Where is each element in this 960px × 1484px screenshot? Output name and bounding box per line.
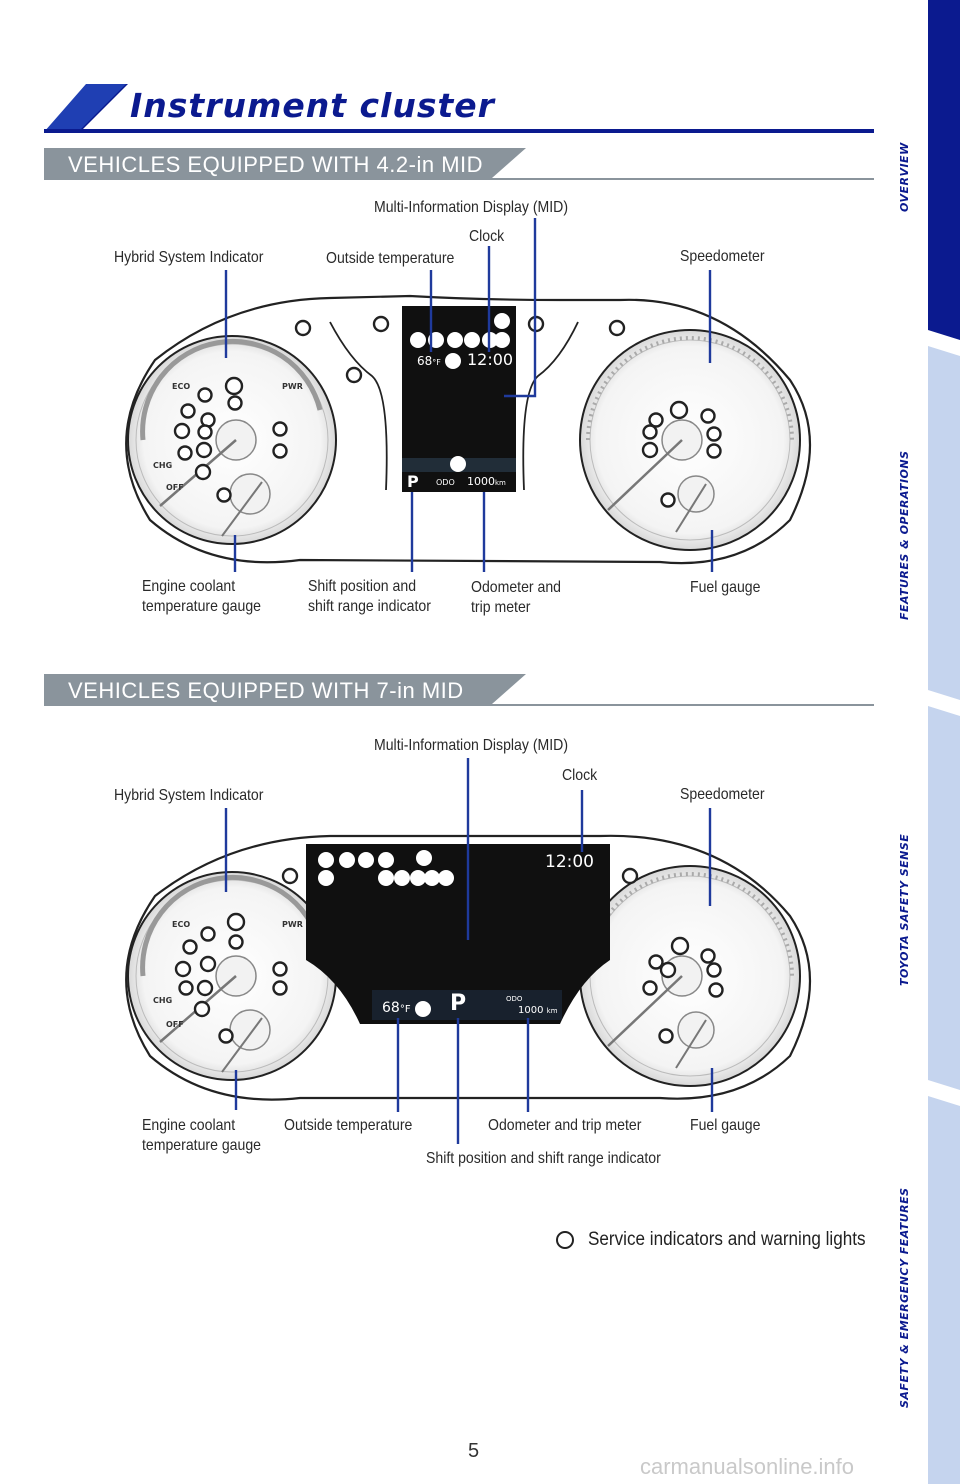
c2-label-fuel: Fuel gauge bbox=[690, 1117, 761, 1134]
watermark: carmanualsonline.info bbox=[640, 1454, 855, 1479]
c2-gear-value: P bbox=[450, 991, 467, 1016]
legend-indicator-icon bbox=[556, 1231, 574, 1249]
c2-label-clock: Clock bbox=[562, 767, 598, 784]
cluster1 bbox=[125, 218, 811, 572]
c1-chg-mark: CHG bbox=[153, 461, 173, 470]
c2-outside-temp-value: 68°F bbox=[382, 1000, 411, 1016]
c1-outside-temp-value: 68°F bbox=[417, 354, 441, 368]
c2-label-hybrid: Hybrid System Indicator bbox=[114, 787, 264, 804]
c1-odo-label: ODO bbox=[436, 478, 455, 487]
legend-text: Service indicators and warning lights bbox=[588, 1229, 866, 1250]
c1-label-clock: Clock bbox=[469, 228, 505, 245]
c2-odo-value: 1000 km bbox=[518, 1005, 558, 1016]
c1-clock-value: 12:00 bbox=[467, 350, 514, 369]
c2-chg-mark: CHG bbox=[153, 996, 173, 1005]
c2-label-odometer: Odometer and trip meter bbox=[488, 1117, 642, 1134]
c1-label-speedometer: Speedometer bbox=[680, 248, 765, 265]
c2-label-mid: Multi-Information Display (MID) bbox=[374, 737, 569, 754]
c1-label-hybrid: Hybrid System Indicator bbox=[114, 249, 264, 266]
c1-label-fuel: Fuel gauge bbox=[690, 579, 761, 596]
c2-label-shift: Shift position and shift range indicator bbox=[426, 1150, 661, 1167]
section1-heading: VEHICLES EQUIPPED WITH 4.2-in MID bbox=[68, 152, 484, 177]
page-title: Instrument cluster bbox=[130, 86, 495, 125]
c1-eco-mark: ECO bbox=[172, 382, 191, 391]
cluster-diagrams bbox=[125, 218, 811, 1144]
section2-heading: VEHICLES EQUIPPED WITH 7-in MID bbox=[68, 678, 464, 703]
c1-pwr-mark: PWR bbox=[282, 382, 303, 391]
c1-gear-value: P bbox=[407, 472, 419, 491]
c1-label-mid: Multi-Information Display (MID) bbox=[374, 199, 569, 216]
header-graphics bbox=[44, 84, 874, 706]
c2-label-outside-temp: Outside temperature bbox=[284, 1117, 413, 1134]
c1-odo-value: 1000km bbox=[467, 475, 506, 488]
c2-label-speedometer: Speedometer bbox=[680, 786, 765, 803]
c2-odo-label: ODO bbox=[506, 995, 523, 1003]
sidebar-tabs bbox=[928, 0, 960, 1484]
c2-clock-value: 12:00 bbox=[545, 852, 594, 872]
c2-eco-mark: ECO bbox=[172, 920, 191, 929]
c2-off-mark: OFF bbox=[166, 1020, 184, 1029]
c2-pwr-mark: PWR bbox=[282, 920, 303, 929]
page-number: 5 bbox=[468, 1440, 480, 1462]
c1-label-outside-temp: Outside temperature bbox=[326, 250, 455, 267]
c1-off-mark: OFF bbox=[166, 483, 184, 492]
cluster2 bbox=[125, 758, 811, 1144]
